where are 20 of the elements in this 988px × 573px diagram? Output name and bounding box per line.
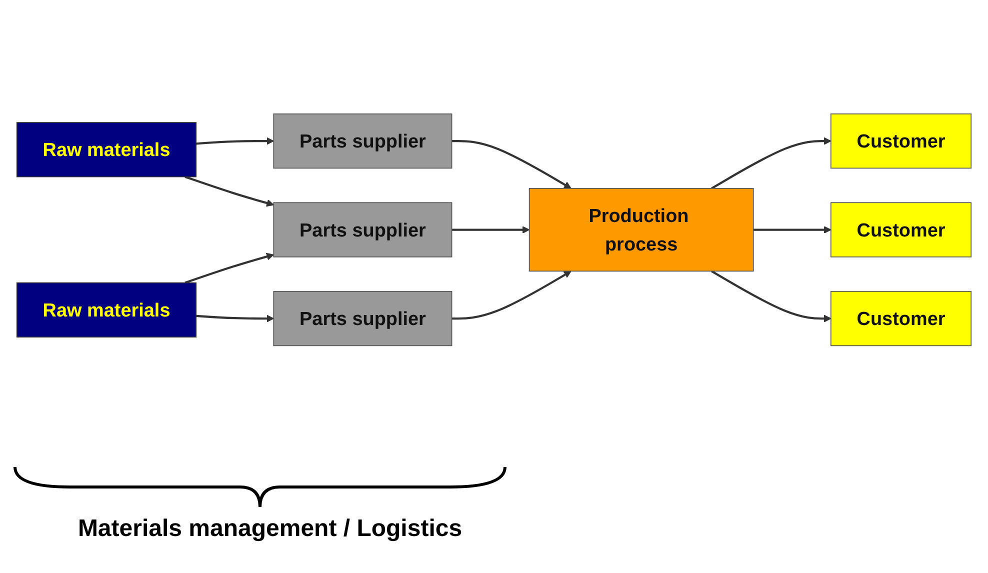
arrow <box>452 271 572 320</box>
node-box: Raw materials <box>16 282 197 338</box>
node-box: Parts supplier <box>273 291 452 346</box>
node-box: Customer <box>830 114 972 169</box>
node-box: Customer <box>830 291 972 346</box>
arrow <box>753 226 832 234</box>
node-box: Customer <box>830 202 972 258</box>
arrow <box>452 226 530 234</box>
arrow <box>196 314 274 323</box>
node-box: Production process <box>528 188 754 272</box>
caption-text: Materials management / Logistics <box>78 515 462 543</box>
arrow <box>184 253 274 284</box>
arrow <box>184 176 274 207</box>
arrow <box>452 140 572 189</box>
node-box: Parts supplier <box>273 202 452 258</box>
arrow <box>711 270 832 323</box>
node-box: Raw materials <box>16 122 197 178</box>
arrow <box>196 137 274 146</box>
arrow <box>711 137 832 190</box>
node-box: Parts supplier <box>273 114 452 169</box>
